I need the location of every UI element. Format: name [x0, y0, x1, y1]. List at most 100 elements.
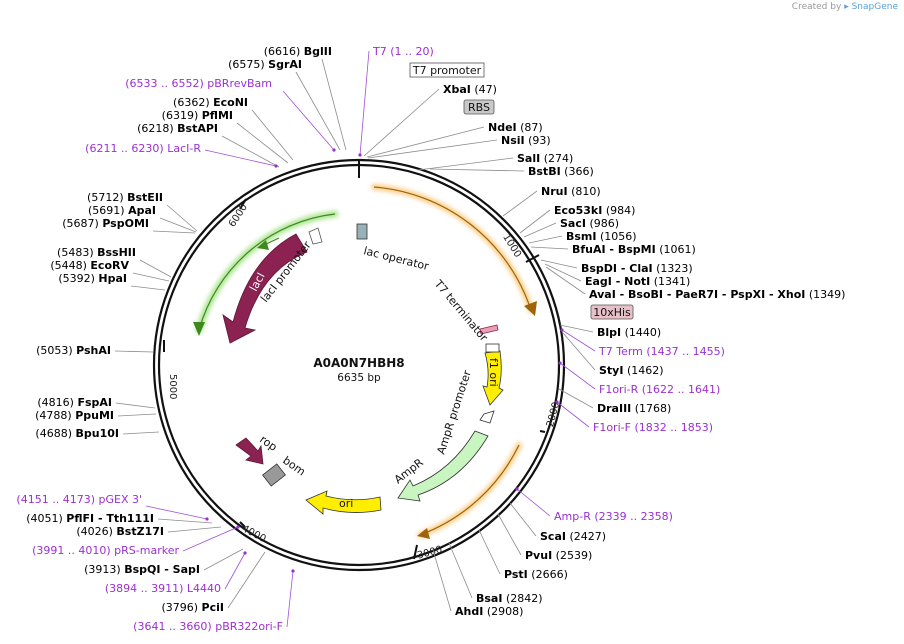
- feature-label-t7-terminator: T7 terminator: [431, 277, 491, 344]
- primer-site-marker: [236, 525, 240, 529]
- rbs-box: RBS: [463, 99, 495, 115]
- site-name-blpi: BlpI: [597, 326, 621, 339]
- site-name-laci-r: LacI-R: [167, 142, 201, 155]
- site-name-ndei: NdeI: [488, 121, 517, 134]
- site-label: NsiI (93): [501, 134, 551, 147]
- site-position: (1061): [659, 243, 696, 256]
- site-name-bstapi: BstAPI: [177, 122, 218, 135]
- site-label: (6362) EcoNI: [173, 96, 248, 109]
- site-position: (5448): [50, 259, 87, 272]
- site-position: (1323): [656, 262, 693, 275]
- site-name-f1ori-f: F1ori-F: [593, 421, 631, 434]
- ampr-arrow: [397, 430, 489, 502]
- leader-line: [448, 542, 473, 599]
- site-position: (2666): [531, 568, 568, 581]
- site-label: (3796) PciI: [161, 601, 224, 614]
- site-position: (5392): [58, 272, 95, 285]
- site-label: (4151 .. 4173) pGEX 3': [16, 493, 142, 506]
- leader-line: [558, 388, 594, 409]
- site-name-nsii: NsiI: [501, 134, 525, 147]
- site-label: F1ori-R (1622 .. 1641): [599, 383, 720, 396]
- leader-line: [502, 190, 538, 217]
- tick-label-2000: 2000: [545, 401, 562, 428]
- site-position: (1437 .. 1455): [646, 345, 725, 358]
- site-position: (4688): [35, 427, 72, 440]
- site-name-pvui: PvuI: [525, 549, 552, 562]
- leader-line: [286, 570, 294, 628]
- site-name-pcii: PciI: [202, 601, 224, 614]
- site-position: (1440): [625, 326, 662, 339]
- site-position: (2427): [569, 530, 606, 543]
- site-position: (1622 .. 1641): [642, 383, 721, 396]
- site-label: (4788) PpuMI: [35, 409, 114, 422]
- leader-line: [114, 350, 154, 353]
- primer-site-marker: [558, 361, 562, 365]
- site-label: (5392) HpaI: [58, 272, 127, 285]
- rop-arrow: [235, 437, 264, 465]
- site-label: (5712) BstEII: [87, 191, 163, 204]
- lac-operator-block: [356, 223, 368, 240]
- feature-label-ori: ori: [339, 497, 353, 510]
- site-position: (93): [528, 134, 551, 147]
- site-label: BlpI (1440): [597, 326, 661, 339]
- 10xhis-box: 10xHis: [590, 304, 634, 320]
- site-position: (6362): [173, 96, 210, 109]
- site-name-bsshii: BssHII: [97, 246, 136, 259]
- boxed-label-rbs: RBS: [468, 101, 490, 114]
- site-position: (810): [571, 185, 601, 198]
- site-name-scai: ScaI: [540, 530, 566, 543]
- site-label: (6616) BglII: [264, 45, 332, 58]
- site-name-ahdi: AhdI: [455, 605, 483, 618]
- site-label: (3913) BspQI - SapI: [84, 563, 200, 576]
- site-name-hpai: HpaI: [98, 272, 127, 285]
- snapgene-credit: Created by ▸ SnapGene: [792, 2, 898, 12]
- site-name-avai-bsobi-paer7i-pspxi-xhoi: AvaI - BsoBI - PaeR7I - PspXI - XhoI: [589, 288, 805, 301]
- leader-line: [559, 324, 594, 333]
- site-name-t7-term: T7 Term: [598, 345, 643, 358]
- site-label: (3641 .. 3660) pBR322ori-F: [133, 620, 283, 633]
- site-position: (366): [564, 165, 594, 178]
- site-label: (3991 .. 4010) pRS-marker: [32, 544, 179, 557]
- leader-line: [432, 549, 452, 612]
- site-label: T7 Term (1437 .. 1455): [598, 345, 725, 358]
- site-name-pspomi: PspOMI: [102, 217, 149, 230]
- leader-line: [417, 157, 514, 171]
- leader-line: [559, 362, 596, 390]
- leader-line: [561, 329, 596, 352]
- site-label: ScaI (2427): [540, 530, 606, 543]
- site-label: NruI (810): [541, 185, 601, 198]
- site-label: SacI (986): [560, 217, 619, 230]
- primer-site-marker: [291, 569, 295, 573]
- leader-line: [157, 518, 213, 524]
- site-position: (1832 .. 1853): [634, 421, 713, 434]
- site-label: (5448) EcoRV: [50, 259, 129, 272]
- leader-line: [282, 90, 335, 151]
- leader-line: [227, 551, 266, 609]
- site-name-xbai: XbaI: [443, 83, 471, 96]
- leader-line: [497, 513, 522, 556]
- credit-prefix: Created by: [791, 2, 842, 12]
- leader-line: [224, 552, 246, 590]
- leader-line: [182, 526, 239, 552]
- site-position: (6319): [162, 109, 199, 122]
- feature-label-f1-ori: f1 ori: [487, 358, 500, 387]
- site-label: XbaI (47): [443, 83, 497, 96]
- site-position: (274): [544, 152, 574, 165]
- site-name-psti: PstI: [504, 568, 528, 581]
- site-label: (4051) PflFI - Tth111I: [26, 512, 154, 525]
- site-label: (6211 .. 6230) LacI-R: [85, 142, 201, 155]
- primer-site-marker: [274, 164, 278, 168]
- site-label: AvaI - BsoBI - PaeR7I - PspXI - XhoI (13…: [589, 288, 845, 301]
- leader-line: [556, 401, 590, 428]
- site-label: (5053) PshAI: [36, 344, 111, 357]
- site-position: (2539): [556, 549, 593, 562]
- site-position: (984): [606, 204, 636, 217]
- leader-line: [139, 259, 172, 278]
- site-label: (4688) Bpu10I: [35, 427, 119, 440]
- orange-arrowhead-top: [524, 301, 537, 316]
- site-label: StyI (1462): [599, 364, 664, 377]
- leader-line: [321, 58, 347, 151]
- site-label: (6533 .. 6552) pBRrevBam: [125, 77, 272, 90]
- site-position: (1349): [809, 288, 846, 301]
- site-leader-lines: [114, 50, 596, 628]
